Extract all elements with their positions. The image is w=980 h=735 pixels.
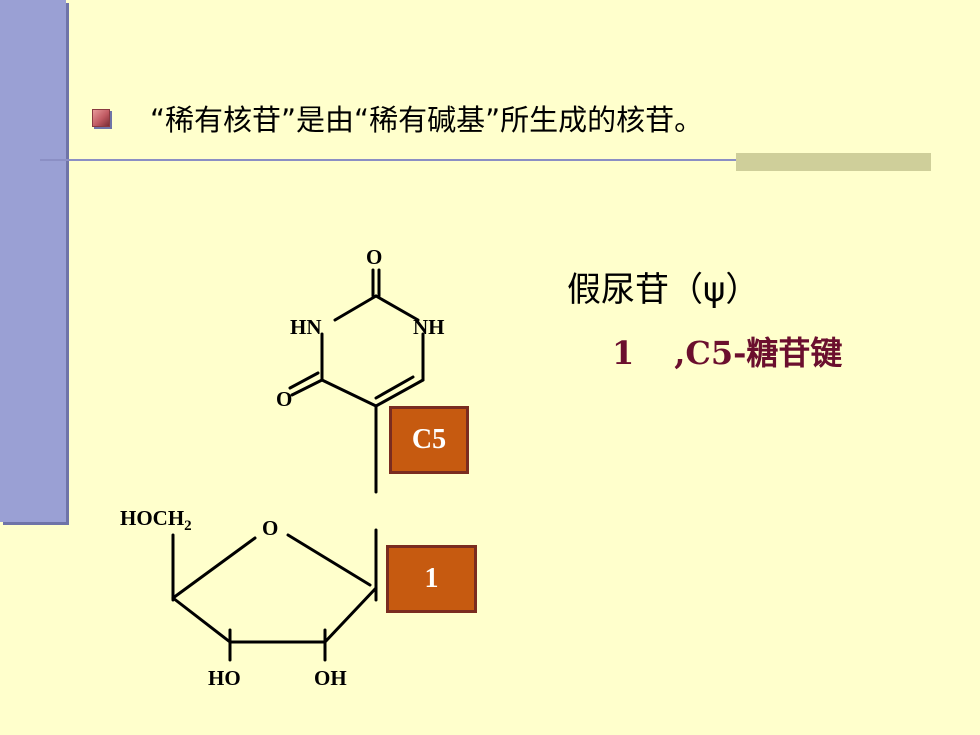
carbonyl-bond-left-2 [288, 371, 320, 390]
atom-o-left: O [276, 387, 292, 411]
c5-label-box: C5 [389, 406, 469, 474]
atom-hoch: HOCH2 [120, 506, 192, 534]
ring-bond-c6-c5 [374, 378, 425, 408]
atom-oh: OH [314, 666, 347, 690]
atom-hoch-main: HOCH [120, 506, 184, 530]
bond-number: 1 [612, 334, 635, 372]
bond-text: ,C5-糖苷键 [674, 334, 843, 372]
atom-ho: HO [208, 666, 241, 690]
bond-description: 1 ,C5-糖苷键 [612, 328, 842, 374]
atom-nh: NH [413, 315, 445, 339]
atom-o-ring: O [262, 516, 278, 540]
ring-bond-c5-c4 [320, 378, 378, 408]
divider-line [40, 159, 930, 161]
ribose-c4-o [171, 536, 257, 600]
ribose-c2-c1 [323, 586, 378, 644]
pseudouridine-structure: O HN NH O HOCH2 O HO OH [120, 245, 445, 690]
divider-accent [736, 153, 931, 171]
flower-bullet-icon [92, 109, 110, 127]
carbonyl-bond-left [290, 378, 324, 397]
heading-row: “稀有核苷”是由“稀有碱基”所生成的核苷。 [92, 96, 703, 140]
atom-hn: HN [290, 315, 322, 339]
compound-title: 假尿苷（ψ） [567, 270, 760, 310]
atom-o-top: O [366, 245, 382, 269]
ribose-c4-c3 [171, 596, 232, 644]
ring-bond-c2-n3 [333, 294, 378, 322]
atom-hoch-sub: 2 [184, 518, 192, 534]
ribose-o-c1 [286, 533, 372, 587]
left-decor-bar [0, 0, 66, 522]
c1-label-box: 1 [386, 545, 477, 613]
ring-bond-c2-n1 [374, 294, 420, 322]
slide-heading: “稀有核苷”是由“稀有碱基”所生成的核苷。 [150, 103, 704, 137]
ring-bond-c6-c5-double [374, 375, 415, 400]
